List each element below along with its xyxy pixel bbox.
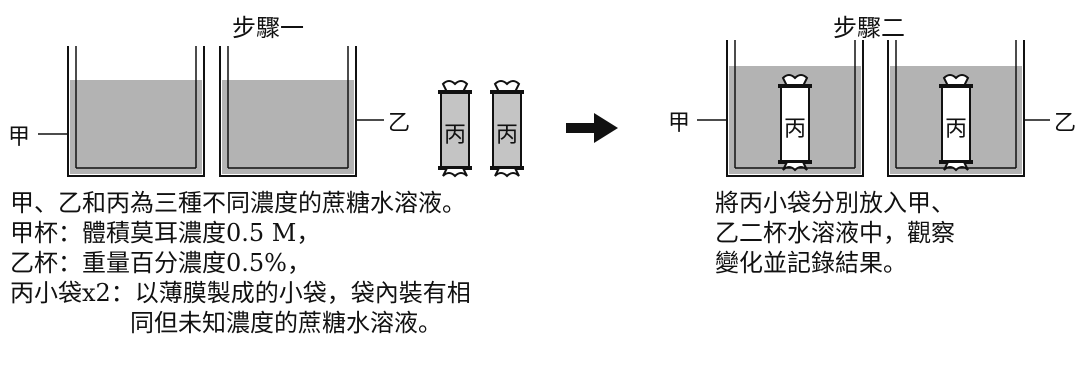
step2-title: 步驟二 <box>833 14 905 42</box>
step1-beaker-jia <box>67 46 205 177</box>
step1-desc-line-4: 丙小袋x2：以薄膜製成的小袋，袋內裝有相 <box>10 279 471 307</box>
step1-desc-line-5: 同但未知濃度的蔗糖水溶液。 <box>10 309 442 337</box>
step2-description: 將丙小袋分別放入甲、 乙二杯水溶液中，觀察 變化並記錄結果。 <box>715 188 955 278</box>
step1-bag-1-label: 丙 <box>444 123 467 148</box>
step2-bag-yi-label: 丙 <box>945 117 968 142</box>
step2-jia-label: 甲 <box>668 111 691 136</box>
step1-jia-label: 甲 <box>8 125 31 150</box>
step1-bag-2-label: 丙 <box>496 123 519 148</box>
step1-description: 甲、乙和丙為三種不同濃度的蔗糖水溶液。 甲杯：體積莫耳濃度0.5 M， 乙杯：重… <box>10 188 471 338</box>
step2-desc-line-1: 將丙小袋分別放入甲、 <box>715 189 955 217</box>
step2-desc-line-3: 變化並記錄結果。 <box>715 249 907 277</box>
step2-bag-jia-label: 丙 <box>784 117 807 142</box>
step2-desc-line-2: 乙二杯水溶液中，觀察 <box>715 219 955 247</box>
step1-yi-label: 乙 <box>388 111 411 136</box>
step1-beaker-yi <box>219 46 357 177</box>
step1-desc-line-1: 甲、乙和丙為三種不同濃度的蔗糖水溶液。 <box>10 189 466 217</box>
step1-title: 步驟一 <box>232 14 304 42</box>
arrow-right-icon <box>566 113 618 143</box>
step1-desc-line-3: 乙杯：重量百分濃度0.5%， <box>10 249 311 277</box>
step2-yi-label: 乙 <box>1054 111 1077 136</box>
step1-desc-line-2: 甲杯：體積莫耳濃度0.5 M， <box>10 219 321 247</box>
